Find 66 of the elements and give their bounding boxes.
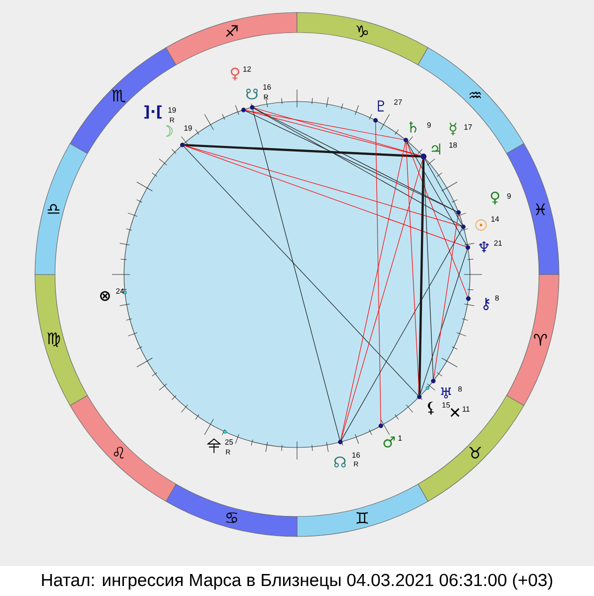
planet-point <box>417 394 422 400</box>
zodiac-sign: ♒ <box>469 92 481 98</box>
planet-point <box>338 440 343 444</box>
aspect-line <box>340 159 424 440</box>
aspect-line <box>420 249 468 395</box>
planet-symbol: ♂ <box>383 436 395 448</box>
aspect-line <box>406 142 420 395</box>
zodiac-sign: ♏ <box>112 90 126 103</box>
planet-point <box>241 108 246 112</box>
zodiac-sign: ♓ <box>536 203 546 216</box>
planet-point <box>123 290 127 294</box>
zodiac-sign: ♍ <box>47 332 60 347</box>
planet-symbol: ⊗ <box>100 291 110 301</box>
planet-symbol: ☋ <box>246 88 258 100</box>
planet-symbol: ♃ <box>432 144 440 154</box>
aspect-line <box>184 144 421 158</box>
zodiac-sign: ♊ <box>356 512 368 524</box>
aspect-line <box>340 142 406 440</box>
planet-point <box>466 296 471 301</box>
planet-point <box>426 386 430 390</box>
planet-point <box>223 430 227 434</box>
zodiac-sign: ♉ <box>469 446 481 459</box>
planet-symbol: ♀ <box>490 192 500 204</box>
aspect-line <box>406 142 468 246</box>
aspect-line <box>406 142 468 297</box>
planet-symbol: ☽ <box>166 126 172 136</box>
planet-symbol: ]·[ <box>144 105 162 119</box>
aspect-line <box>341 228 462 440</box>
planet-symbol: ⚷ <box>483 298 490 310</box>
planet-point <box>373 118 378 123</box>
planet-point <box>456 210 461 215</box>
zodiac-sign: ♎ <box>48 204 60 214</box>
planet-symbol: ☿ <box>450 122 456 136</box>
planet-symbol: ♄ <box>410 122 416 132</box>
planet-symbol: ⚸ <box>428 402 434 414</box>
planet-point <box>378 424 384 428</box>
planet-point <box>431 378 436 384</box>
zodiac-sign: ♌ <box>114 446 124 459</box>
aspect-line <box>418 159 425 395</box>
aspect-line <box>252 109 340 440</box>
aspect-line <box>184 145 466 247</box>
aspect-line <box>245 110 404 140</box>
aspect-line <box>375 122 382 424</box>
planet-point <box>250 105 254 110</box>
planet-symbol: ♆ <box>479 242 489 252</box>
zodiac-sign: ♐ <box>226 25 238 37</box>
planet-symbol: ☉ <box>476 220 486 230</box>
planet-symbol: ☊ <box>334 456 346 468</box>
planet-symbol: ♇ <box>378 100 384 112</box>
zodiac-sign: ♑ <box>356 25 368 37</box>
zodiac-sign: ♈ <box>534 334 547 346</box>
aspect-line <box>184 145 462 226</box>
aspect-line <box>424 158 462 226</box>
planet-point <box>466 245 470 250</box>
planet-symbol: ♅ <box>441 388 451 398</box>
planet-symbol: ✕ <box>450 408 460 417</box>
planet-point <box>180 142 185 148</box>
aspect-line <box>184 146 418 396</box>
planet-point <box>420 154 426 160</box>
aspect-line <box>433 214 458 380</box>
caption: Натал: ингрессия Марса в Близнецы 04.03.2021 06:31:00 (+03) <box>42 573 552 590</box>
planet-symbol: ♀ <box>230 68 240 80</box>
aspect-line <box>423 159 434 380</box>
planet-point <box>404 138 408 142</box>
planet-point <box>461 224 466 230</box>
zodiac-sign: ♋ <box>226 512 238 523</box>
